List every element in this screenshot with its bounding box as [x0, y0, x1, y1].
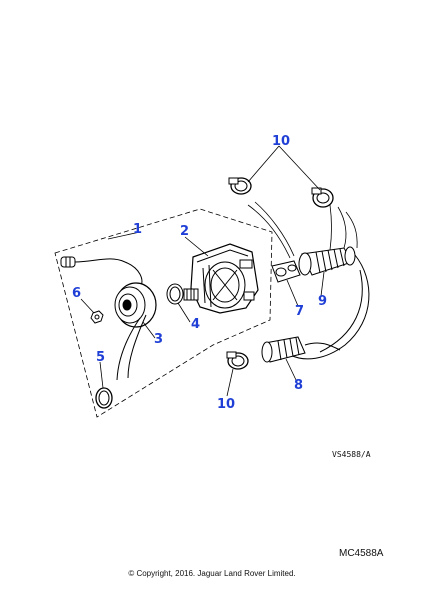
diagram-reference: VS4588/A: [332, 450, 371, 459]
callout-2: 2: [180, 224, 189, 239]
callout-10-bottom: 10: [217, 397, 235, 412]
callout-9: 9: [318, 294, 327, 309]
hose-lower: [261, 336, 341, 363]
pulley-clutch: [114, 282, 157, 381]
callout-3: 3: [154, 332, 163, 347]
hose-clip-top-left: [228, 177, 252, 195]
callout-4: 4: [191, 317, 200, 332]
hose-clip-top-right: [311, 187, 334, 208]
circlip: [95, 387, 113, 409]
callout-7: 7: [295, 304, 304, 319]
hose-upper: [289, 246, 370, 360]
callout-10-top: 10: [272, 134, 290, 149]
assembly-path-lines: [247, 201, 358, 259]
pump-body: [183, 243, 259, 314]
hose-clip-bottom: [226, 351, 249, 370]
callout-6: 6: [72, 286, 81, 301]
nut: [90, 310, 104, 324]
assembly-boundary: [54, 208, 273, 418]
callout-8: 8: [294, 378, 303, 393]
copyright-notice: © Copyright, 2016. Jaguar Land Rover Lim…: [128, 569, 296, 578]
callout-5: 5: [96, 350, 105, 365]
o-ring: [166, 283, 184, 305]
gasket: [271, 260, 301, 283]
leader-lines: [80, 145, 325, 397]
page-reference: MC4588A: [339, 548, 384, 559]
wiring-connector: [60, 256, 143, 289]
callout-1: 1: [133, 222, 142, 237]
